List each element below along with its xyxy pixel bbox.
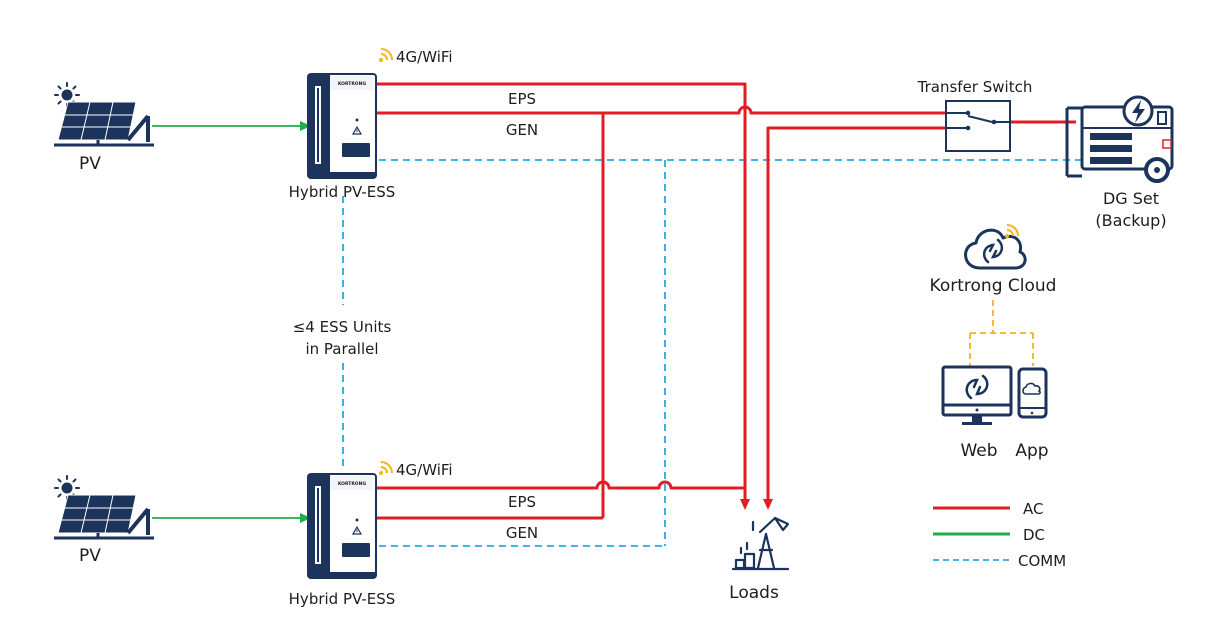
wifi-signal-icon [378,461,393,476]
pv-top-label: PV [79,154,101,174]
generator-icon [1065,95,1174,183]
transfer-switch-label: Transfer Switch [917,78,1033,96]
phone-icon [1017,367,1048,419]
gen-bottom-label: GEN [506,524,538,542]
comm-wires [342,159,1088,547]
dg-line1: DG Set [1103,189,1159,208]
ess-cabinet-icon [307,73,377,179]
ac-arrowheads [740,499,773,510]
ess-bottom-label: Hybrid PV-ESS [289,590,396,608]
pumpjack-icon [731,516,790,571]
transfer-switch: Transfer Switch [917,78,1033,152]
app-label: App [1015,441,1048,461]
gen-top-label: GEN [506,121,538,139]
ac-wires [373,82,1076,520]
loads-label: Loads [729,583,779,603]
cabinet-brand: KORTRONG [338,81,366,87]
parallel-line2: in Parallel [305,340,378,358]
wifi-top-label: 4G/WiFi [396,48,453,66]
legend-label-comm: COMM [1018,552,1066,570]
eps-top-label: EPS [508,90,536,108]
ess-top-label: Hybrid PV-ESS [289,183,396,201]
legend-label-dc: DC [1023,526,1045,544]
solar-panel-icon [52,100,156,147]
cloud-icon [964,224,1027,270]
ess-bottom: KORTRONG 4G/WiFi Hybrid PV-ESS [289,461,453,608]
cloud-label: Kortrong Cloud [930,276,1057,296]
wifi-bottom-label: 4G/WiFi [396,461,453,479]
cabinet-brand: KORTRONG [338,481,366,487]
pv-top: PV [52,82,156,174]
eps-bottom-label: EPS [508,493,536,511]
ess-top: KORTRONG 4G/WiFi Hybrid PV-ESS [289,48,453,201]
ess-cabinet-icon [307,473,377,579]
dc-wires [152,125,302,519]
legend-label-ac: AC [1023,500,1043,518]
dc-arrowheads [300,121,311,523]
transfer-switch-icon [945,100,1011,152]
loads-block: Loads [729,516,790,603]
pv-bottom-label: PV [79,546,101,566]
parallel-line1: ≤4 ESS Units [293,318,392,336]
web-label: Web [960,441,997,461]
cloud-block: Kortrong Cloud Web App [930,224,1057,461]
dg-line2: (Backup) [1095,211,1166,230]
legend: AC DC COMM [933,500,1066,570]
monitor-icon [941,365,1013,425]
cloud-links [969,300,1034,366]
wifi-signal-icon [378,48,393,63]
pv-bottom: PV [52,475,156,566]
parallel-note: ≤4 ESS Units in Parallel [293,318,392,358]
dg-set: DG Set (Backup) [1065,95,1174,230]
solar-panel-icon [52,493,156,540]
